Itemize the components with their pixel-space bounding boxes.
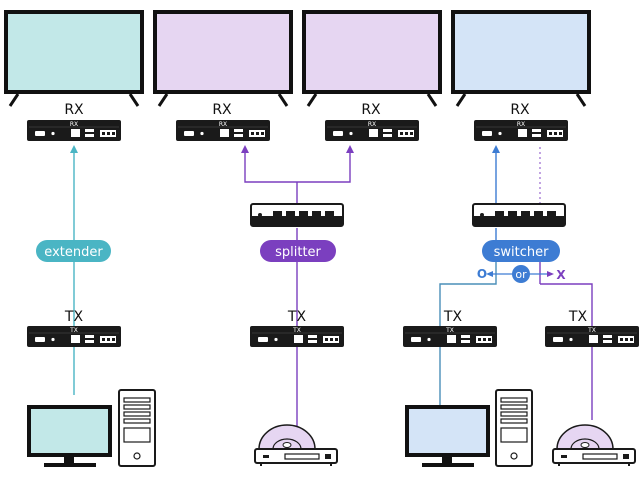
tx-transmitter-switcher-1: TX xyxy=(402,325,498,348)
tx-box-label: TX xyxy=(445,327,454,334)
tx-box-label: TX xyxy=(69,327,78,334)
mode-pill-label: switcher xyxy=(494,245,549,260)
o-marker: O xyxy=(477,267,487,281)
splitter-arrow-left xyxy=(241,145,249,153)
disc-player-splitter xyxy=(254,424,338,467)
rx-box-label: RX xyxy=(70,121,78,128)
mode-pill-label: splitter xyxy=(275,245,321,260)
rx-label: RX xyxy=(361,102,381,118)
rx-receiver-splitter-2: RX xyxy=(324,119,420,142)
pc-monitor-extender xyxy=(27,405,112,467)
splitter-links xyxy=(244,152,351,430)
tx-label: TX xyxy=(568,309,588,325)
rx-label: RX xyxy=(510,102,530,118)
network-switch-splitter xyxy=(250,203,344,227)
rx-box-label: RX xyxy=(219,121,227,128)
tx-transmitter-splitter: TX xyxy=(249,325,345,348)
splitter-arrow-right xyxy=(346,145,354,153)
or-selector: or O X xyxy=(477,265,566,283)
pc-tower-extender xyxy=(118,389,156,467)
tx-transmitter-switcher-2: TX xyxy=(544,325,640,348)
mode-pill-switcher: switcher xyxy=(482,240,560,262)
rx-box-label: RX xyxy=(517,121,525,128)
tx-label: TX xyxy=(287,309,307,325)
disc-player-switcher xyxy=(552,424,636,467)
x-marker: X xyxy=(556,268,566,282)
tx-label: TX xyxy=(64,309,84,325)
pc-tower-switcher xyxy=(495,389,533,467)
rx-receiver-switcher: RX xyxy=(473,119,569,142)
switcher-right-source-link xyxy=(540,283,593,420)
extender-arrow xyxy=(70,145,78,153)
tx-label: TX xyxy=(443,309,463,325)
mode-pill-extender: extender xyxy=(36,240,111,262)
switcher-arrow-active xyxy=(492,145,500,153)
pc-monitor-switcher xyxy=(405,405,490,467)
rx-label: RX xyxy=(64,102,84,118)
tx-transmitter-extender: TX xyxy=(26,325,122,348)
rx-receiver-extender: RX xyxy=(26,119,122,142)
rx-box-label: RX xyxy=(368,121,376,128)
mode-pill-label: extender xyxy=(44,245,103,260)
rx-label: RX xyxy=(212,102,232,118)
or-label: or xyxy=(515,268,527,281)
tx-box-label: TX xyxy=(292,327,301,334)
network-switch-switcher xyxy=(472,203,566,227)
mode-pill-splitter: splitter xyxy=(260,240,336,262)
tx-box-label: TX xyxy=(587,327,596,334)
rx-receiver-splitter-1: RX xyxy=(175,119,271,142)
